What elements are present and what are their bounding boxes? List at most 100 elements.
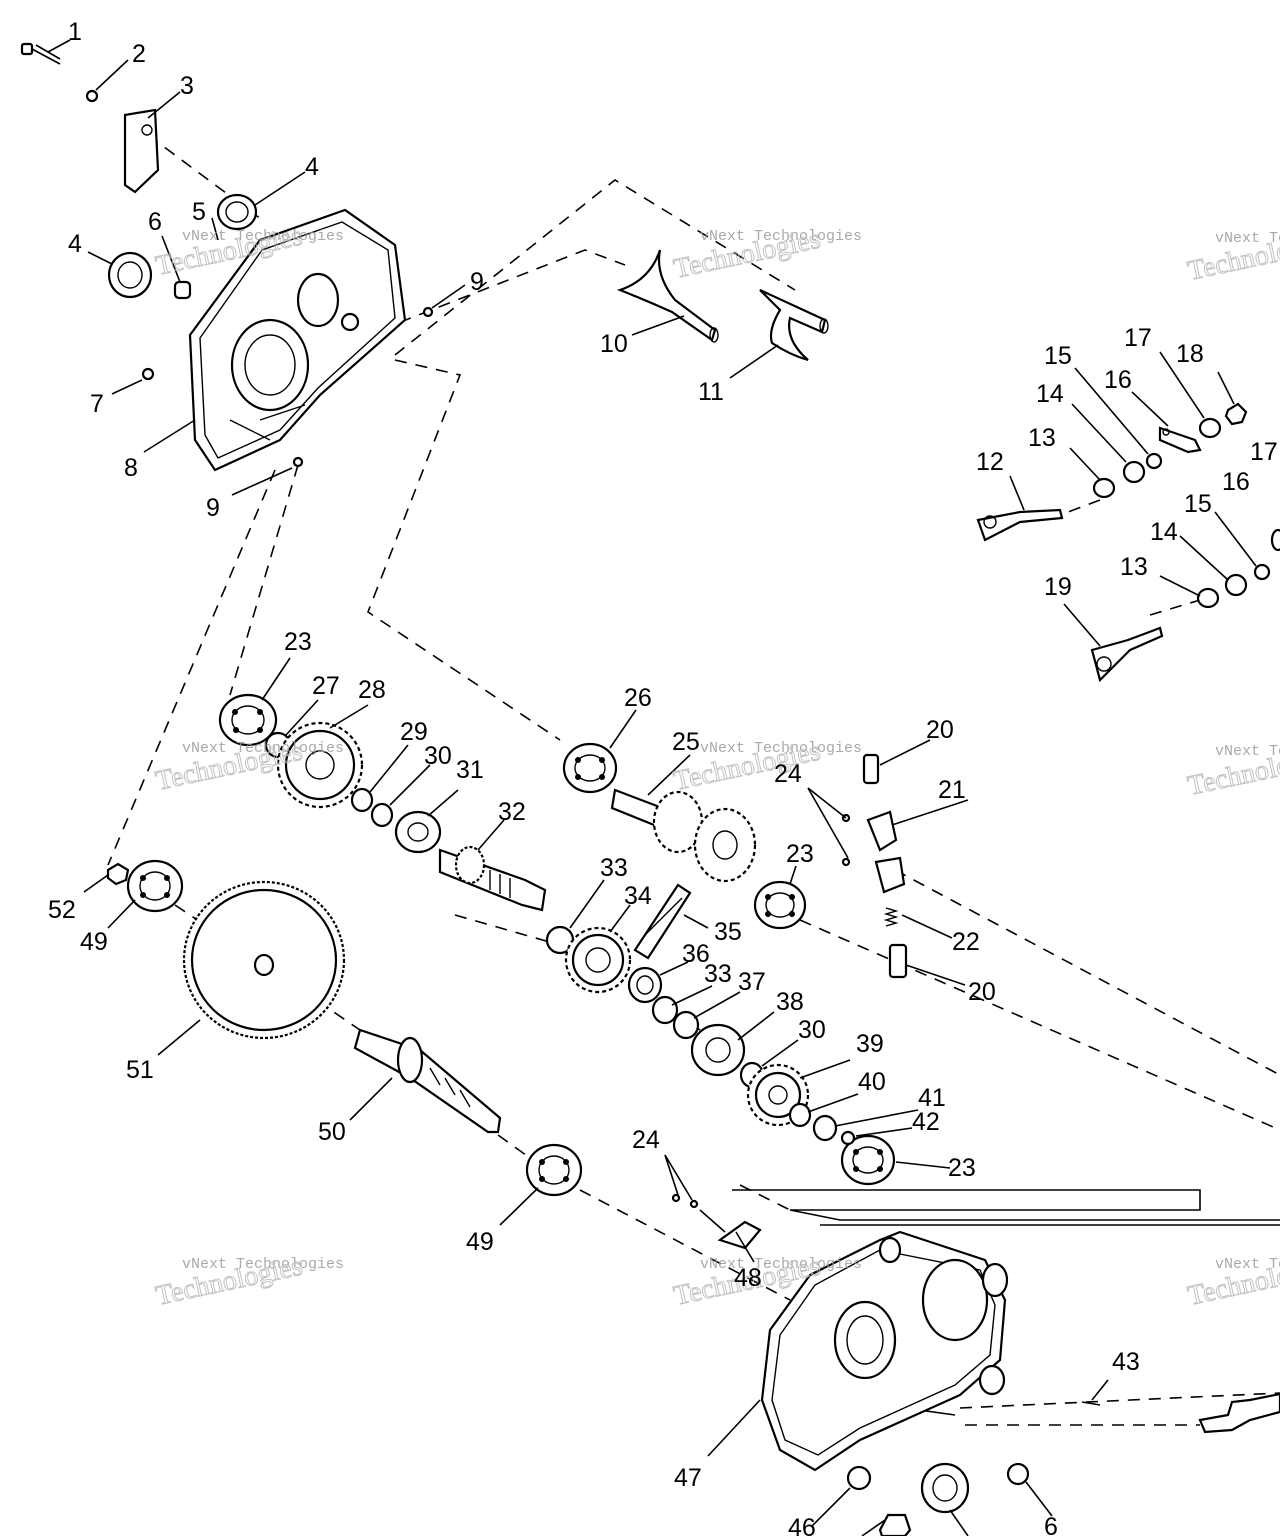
callout-2: 2 xyxy=(132,40,146,68)
washer-part-14-upper xyxy=(1122,460,1146,484)
callout-9: 9 xyxy=(206,494,220,522)
callout-labels: 1 2 3 4 4 5 6 6 7 8 9 9 10 11 12 13 13 1… xyxy=(48,18,1278,1536)
dowel-part-6-lower xyxy=(1006,1462,1030,1486)
shift-shaft-part-12 xyxy=(976,508,1064,542)
callout-49: 49 xyxy=(80,928,108,956)
detent-sleeve-part-20-upper xyxy=(862,753,880,785)
callout-13: 13 xyxy=(1120,553,1148,581)
callout-38: 38 xyxy=(776,988,804,1016)
callout-35: 35 xyxy=(714,918,742,946)
callout-23: 23 xyxy=(284,628,312,656)
callout-7: 7 xyxy=(90,390,104,418)
ring-part-33-lower xyxy=(651,995,679,1025)
callout-19: 19 xyxy=(1044,573,1072,601)
callout-24: 24 xyxy=(774,760,802,788)
callout-17: 17 xyxy=(1124,324,1152,352)
watermark-text: vNext Technologies xyxy=(700,740,862,757)
assembly-lines xyxy=(107,134,1280,1426)
callout-15: 15 xyxy=(1044,342,1072,370)
callout-40: 40 xyxy=(858,1068,886,1096)
bearing-part-49-lower xyxy=(525,1143,583,1197)
washer-part-14-lower xyxy=(1224,573,1248,597)
callout-14: 14 xyxy=(1150,518,1178,546)
seal-part-4-lower xyxy=(107,251,153,299)
callout-23: 23 xyxy=(948,1154,976,1182)
plate-part-16-upper xyxy=(1158,426,1202,454)
callout-32: 32 xyxy=(498,798,526,826)
ball-part-24-upper-b xyxy=(841,857,851,867)
gear-part-34 xyxy=(564,926,632,994)
shaft-right-edge xyxy=(1198,1392,1280,1434)
callout-16: 16 xyxy=(1104,366,1132,394)
output-shaft-part-50 xyxy=(353,1028,502,1134)
needle-bearing-part-35 xyxy=(633,883,692,960)
plug-part-45 xyxy=(878,1513,912,1536)
layshaft-part-25 xyxy=(610,788,757,883)
callout-4: 4 xyxy=(305,153,319,181)
callout-29: 29 xyxy=(400,718,428,746)
callout-48: 48 xyxy=(734,1264,762,1292)
ball-part-24-lower-a xyxy=(671,1193,681,1203)
callout-33: 33 xyxy=(600,854,628,882)
watermark-text: vNext Technologies xyxy=(182,1256,344,1273)
dowel-part-6-upper xyxy=(173,280,192,300)
callout-13: 13 xyxy=(1028,424,1056,452)
pin-part-9-upper xyxy=(422,306,434,318)
watermark-text: vNext Technologies xyxy=(700,228,862,245)
gear-part-28 xyxy=(276,721,364,809)
washer-part-46 xyxy=(846,1465,872,1491)
clip-part-29 xyxy=(350,787,374,813)
callout-47: 47 xyxy=(674,1464,702,1492)
callout-20: 20 xyxy=(926,716,954,744)
bolt-part-1 xyxy=(20,42,61,65)
bolt-part-7 xyxy=(141,367,155,381)
front-cover-part-8 xyxy=(188,208,407,472)
nut-part-18 xyxy=(1224,402,1248,426)
callout-26: 26 xyxy=(624,684,652,712)
callout-14: 14 xyxy=(1036,380,1064,408)
watermark-text: vNext Technologies xyxy=(182,740,344,757)
callout-15: 15 xyxy=(1184,490,1212,518)
shift-fork-part-10 xyxy=(616,249,719,343)
washer-part-13-lower xyxy=(1196,587,1220,609)
callout-50: 50 xyxy=(318,1118,346,1146)
rear-case-part-47 xyxy=(760,1230,1009,1472)
callout-23: 23 xyxy=(786,840,814,868)
bushing-part-31 xyxy=(394,810,442,854)
callout-12: 12 xyxy=(976,448,1004,476)
callout-1: 1 xyxy=(68,18,82,46)
callout-39: 39 xyxy=(856,1030,884,1058)
watermark-text: vNext Technologies xyxy=(700,1256,862,1273)
bearing-part-49-upper xyxy=(126,859,184,913)
clip-part-15-lower xyxy=(1253,563,1271,581)
callout-34: 34 xyxy=(624,882,652,910)
washer-part-41 xyxy=(812,1114,838,1142)
callout-25: 25 xyxy=(672,728,700,756)
shift-shaft-part-19 xyxy=(1090,626,1164,683)
shift-fork-part-11 xyxy=(759,289,829,362)
callout-21: 21 xyxy=(938,776,966,804)
spring-part-22 xyxy=(883,907,899,927)
washer-part-30-upper xyxy=(370,802,394,828)
callout-42: 42 xyxy=(912,1108,940,1136)
watermark-text: vNext Technologies xyxy=(1215,743,1280,760)
detent-sleeve-part-20-lower xyxy=(888,943,908,979)
pin-part-9-lower xyxy=(292,456,304,468)
input-shaft-part-32 xyxy=(438,845,547,912)
bearing-part-23-lower xyxy=(840,1134,896,1186)
callout-11: 11 xyxy=(698,378,724,406)
watermark-text: vNext Technologies xyxy=(1215,230,1280,247)
washer-part-2 xyxy=(85,89,99,103)
ball-part-24-lower-b xyxy=(689,1199,699,1209)
callout-3: 3 xyxy=(180,72,194,100)
callout-46: 46 xyxy=(788,1514,816,1536)
callout-52: 52 xyxy=(48,896,76,924)
ring-gear-part-51 xyxy=(182,880,346,1040)
cage-bearing-part-36 xyxy=(627,966,663,1004)
callout-30: 30 xyxy=(798,1016,826,1044)
watermark-text: vNext Technologies xyxy=(1215,1256,1280,1273)
bushing-part-40 xyxy=(788,1102,812,1128)
callout-20: 20 xyxy=(968,978,996,1006)
clip-part-42 xyxy=(840,1130,856,1146)
